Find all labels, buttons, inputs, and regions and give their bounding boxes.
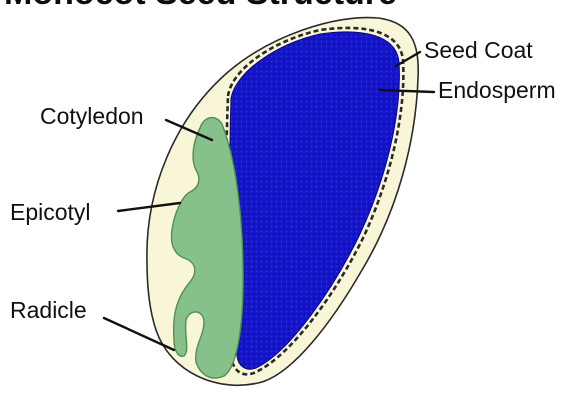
epicotyl-label: Epicotyl <box>10 199 91 225</box>
diagram-title: Monocot Seed Structure <box>4 0 397 12</box>
endosperm-label: Endosperm <box>438 77 556 103</box>
seed-coat-label: Seed Coat <box>424 37 533 63</box>
cotyledon-label: Cotyledon <box>40 103 144 129</box>
radicle-label: Radicle <box>10 297 87 323</box>
